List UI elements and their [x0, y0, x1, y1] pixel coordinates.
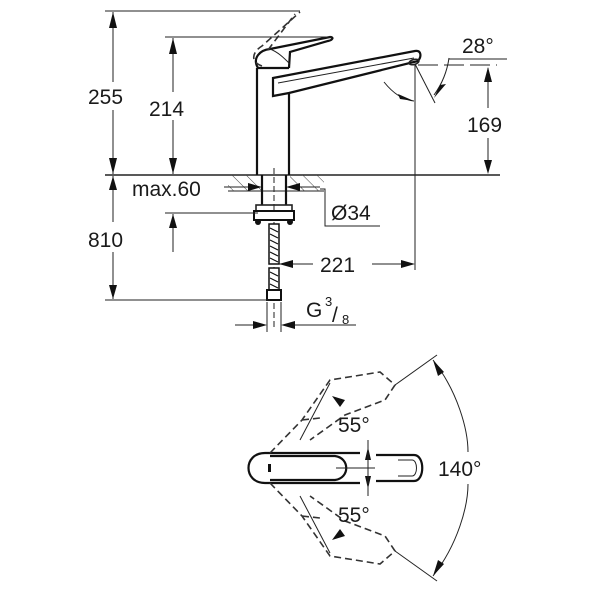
total-height-label: 255 — [88, 86, 123, 109]
top-view: 55° 55° 140° — [247, 354, 481, 582]
arrow — [433, 360, 444, 376]
dimension-221: 221 — [279, 254, 415, 277]
thread-prefix-label: G — [306, 299, 322, 322]
faucet-body — [255, 66, 291, 175]
angle-arc-right — [433, 57, 450, 96]
supply-length-label: 810 — [88, 229, 123, 252]
dimension-810: 810 — [88, 176, 270, 301]
lever-position-lower — [269, 482, 397, 565]
dimension-diameter: Ø34 — [320, 188, 380, 227]
hole-diameter-label: Ø34 — [331, 202, 371, 225]
dimension-thread: G 3 / 8 — [235, 294, 356, 332]
spout — [271, 49, 422, 98]
arrow — [434, 84, 446, 98]
swivel-range-dimension: 140° — [394, 354, 481, 582]
max-thickness-label: max.60 — [132, 178, 201, 201]
thread-numerator-label: 3 — [325, 294, 332, 309]
dimension-255: 255 — [88, 10, 300, 174]
arrow — [433, 560, 444, 576]
reach-label: 221 — [320, 254, 355, 277]
angle-arc-left — [383, 81, 415, 102]
supply-hoses — [266, 223, 282, 301]
arrow — [332, 529, 345, 540]
dimension-214: 214 — [149, 36, 332, 174]
thread-slash: / — [332, 304, 338, 327]
countertop-hatch — [228, 175, 324, 192]
lever-top-view — [247, 451, 424, 485]
arrow — [398, 94, 414, 101]
outlet-height-label: 169 — [467, 114, 502, 137]
lever-angle-lower-label: 55° — [338, 504, 370, 527]
swivel-range-label: 140° — [438, 458, 481, 481]
lever-position-upper — [269, 371, 397, 454]
spout-height-label: 214 — [149, 98, 184, 121]
spout-angle-label: 28° — [462, 35, 494, 58]
angle-line — [299, 382, 331, 441]
thread-denominator-label: 8 — [342, 312, 349, 327]
dimension-max60: max.60 — [132, 178, 320, 201]
lever-angle-upper-label: 55° — [338, 414, 370, 437]
angle-line — [299, 495, 331, 554]
arrow — [332, 396, 345, 407]
lever-handle — [252, 11, 334, 69]
dimension-169: 169 — [467, 67, 502, 174]
side-view: 28° 169 255 214 — [88, 10, 507, 332]
spray-angle-line — [414, 63, 436, 104]
